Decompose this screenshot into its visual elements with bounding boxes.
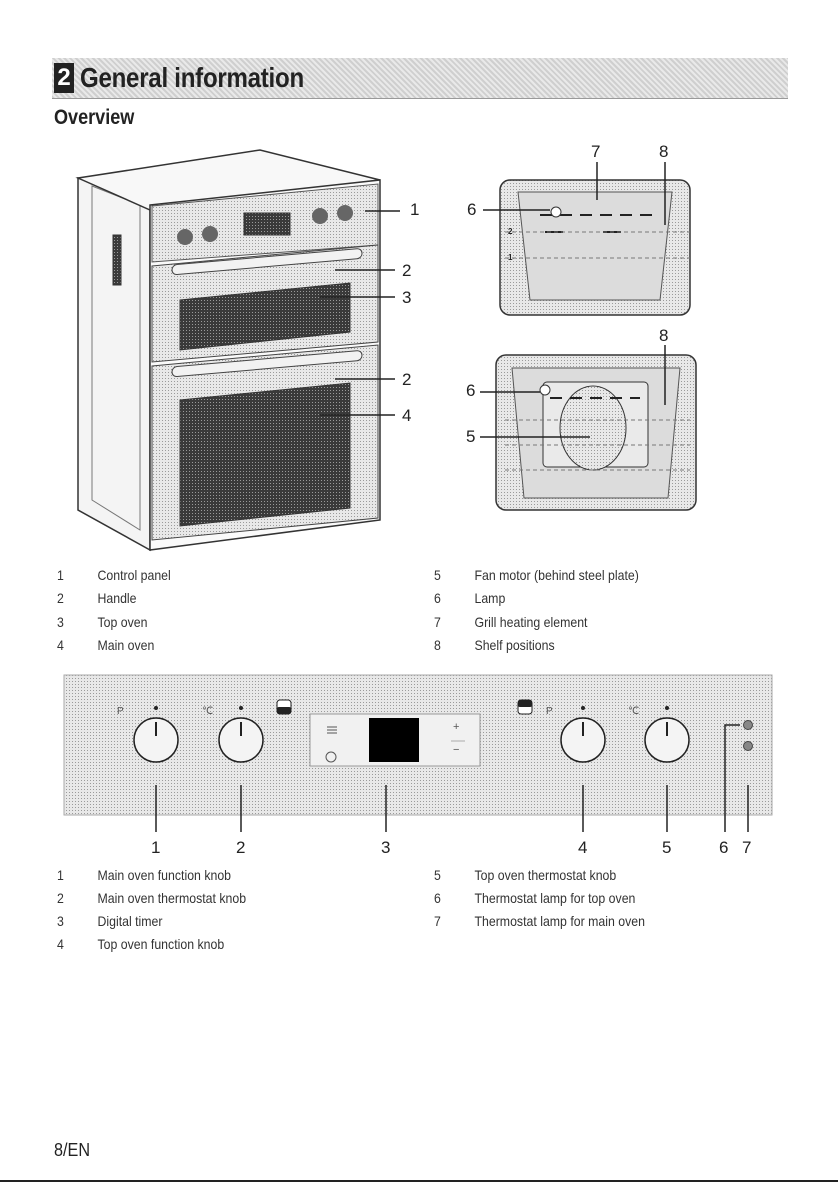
shelf-mark-1: 1: [508, 253, 513, 262]
section-header-band: [52, 58, 788, 99]
callout-main-function-knob: 1: [151, 838, 161, 857]
callout-control-panel: 1: [410, 200, 420, 219]
timer-plus-sign: +: [453, 721, 460, 733]
main-oven-function-symbol: P: [117, 706, 124, 717]
main-oven-thermostat-symbol: ℃: [202, 706, 214, 717]
callout-lamp-main: 6: [466, 381, 476, 400]
callout-grill-element: 7: [591, 142, 601, 161]
shelf-mark-2: 2: [508, 227, 513, 236]
top-oven-thermostat-symbol: ℃: [628, 706, 640, 717]
callout-shelf-positions-main: 8: [659, 326, 669, 345]
oven-illustration: [75, 149, 400, 552]
callout-handle-main: 2: [402, 370, 412, 389]
callout-main-lamp: 7: [742, 838, 752, 857]
main-oven-cavity-illustration: [480, 345, 697, 511]
callout-shelf-positions-top: 8: [659, 142, 669, 161]
callout-digital-timer: 3: [381, 838, 391, 857]
callout-top-function-knob: 4: [578, 838, 588, 857]
callout-main-thermostat-knob: 2: [236, 838, 246, 857]
chapter-number-badge: 2: [54, 63, 74, 93]
callout-top-oven: 3: [402, 288, 412, 307]
chapter-title: General information: [80, 62, 304, 93]
callout-fan-motor: 5: [466, 427, 476, 446]
callout-handle-top: 2: [402, 261, 412, 280]
bottom-rule: [0, 1180, 838, 1182]
timer-minus-sign: −: [453, 744, 460, 756]
callout-top-thermostat-knob: 5: [662, 838, 672, 857]
control-panel-illustration: [63, 674, 773, 832]
callout-lamp-top: 6: [467, 200, 477, 219]
section-title: Overview: [54, 106, 135, 129]
top-oven-cavity-illustration: [483, 162, 691, 316]
page-number: 8/EN: [54, 1140, 91, 1160]
callout-top-lamp: 6: [719, 838, 729, 857]
top-oven-function-symbol: P: [546, 706, 553, 717]
callout-main-oven: 4: [402, 406, 412, 425]
